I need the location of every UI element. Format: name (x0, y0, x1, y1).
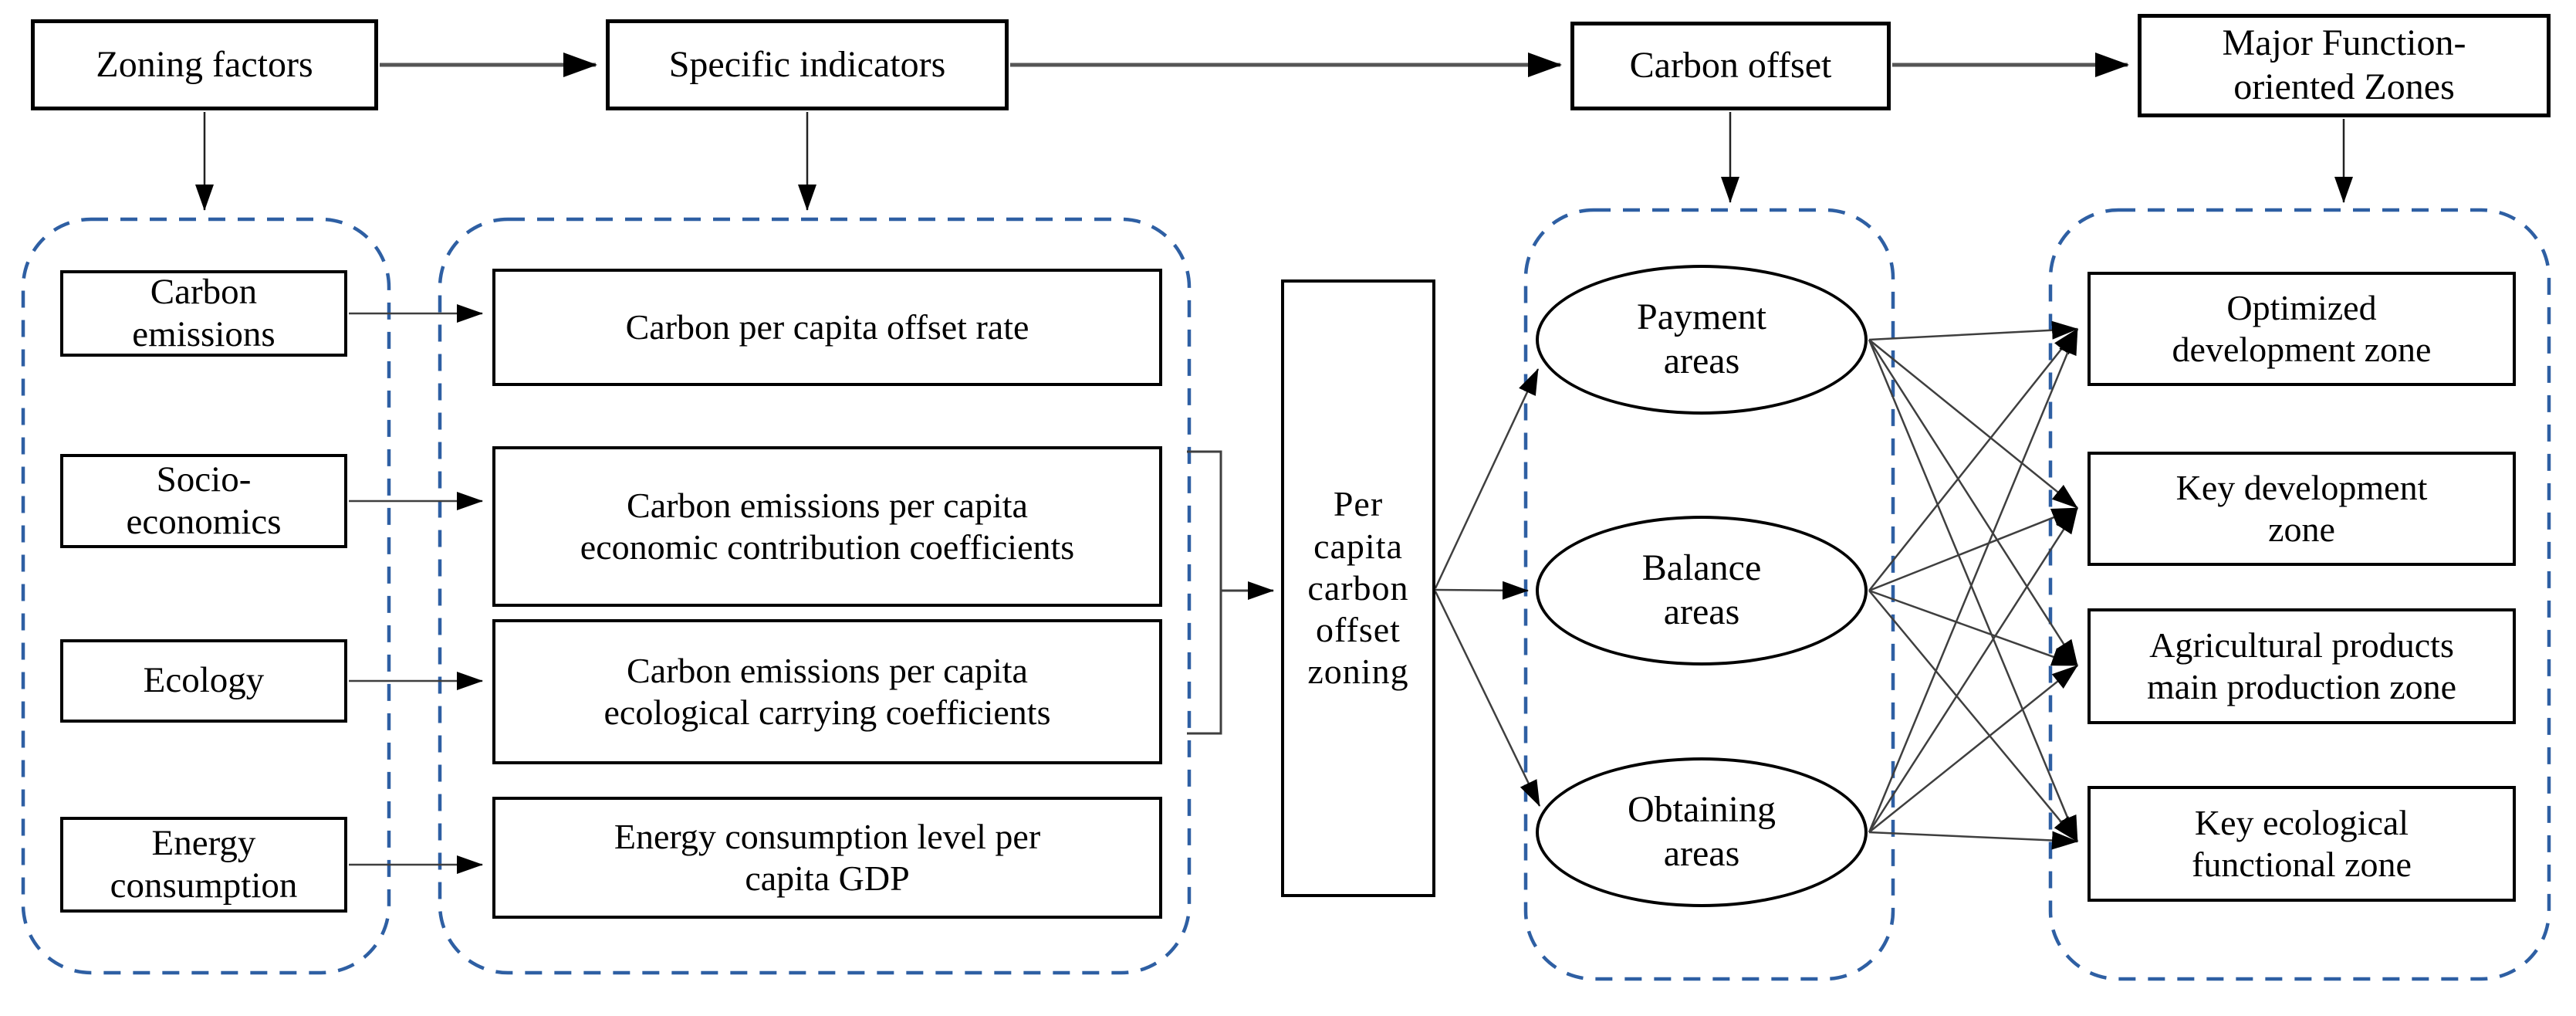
container-zoning-factors (21, 217, 391, 975)
factor-box-carbon-emissions-label: Carbon emissions (132, 271, 276, 354)
flow-box-major-zones-label: Major Function- oriented Zones (2222, 22, 2466, 107)
factor-box-ecology: Ecology (60, 639, 347, 723)
indicator-box-economic-contribution-label: Carbon emissions per capita economic con… (580, 485, 1075, 567)
indicator-box-ecological-carrying: Carbon emissions per capita ecological c… (492, 619, 1162, 764)
container-zones (2048, 208, 2551, 981)
arrow-payment-to-optimized (1868, 320, 2078, 341)
zone-box-key-development-label: Key development zone (2175, 467, 2428, 549)
arrow-obtaining-to-optimized (1868, 328, 2079, 833)
arrow-process-to-payment (1434, 368, 1540, 589)
zone-box-agricultural-production-label: Agricultural products main production zo… (2146, 625, 2457, 706)
arrow-obtaining-to-key-ecological (1868, 831, 2078, 850)
flow-box-zoning-factors: Zoning factors (31, 19, 378, 110)
arrow-obtaining-to-agricultural (1868, 665, 2078, 833)
arrow-balance-to-key-development (1868, 506, 2078, 592)
factor-box-energy-consumption: Energy consumption (60, 817, 347, 913)
process-box-per-capita-zoning: Per capita carbon offset zoning (1281, 279, 1435, 897)
arrow-payment-to-key-ecological (1868, 339, 2079, 842)
indicator-box-energy-gdp-label: Energy consumption level per capita GDP (614, 816, 1041, 898)
area-ellipse-payment: Payment areas (1536, 265, 1868, 415)
indicator-box-offset-rate: Carbon per capita offset rate (492, 269, 1162, 386)
arrow-balance-to-key-ecological (1868, 590, 2078, 842)
flow-box-carbon-offset-label: Carbon offset (1629, 45, 1832, 86)
factor-box-ecology-label: Ecology (143, 660, 265, 701)
area-ellipse-obtaining: Obtaining areas (1536, 757, 1868, 907)
area-ellipse-balance: Balance areas (1536, 516, 1868, 665)
merge-bracket (1187, 450, 1222, 735)
zone-box-key-ecological-label: Key ecological functional zone (2192, 802, 2412, 884)
flow-box-zoning-factors-label: Zoning factors (96, 43, 313, 85)
factor-box-energy-consumption-label: Energy consumption (110, 822, 298, 906)
arrow-process-to-obtaining (1434, 591, 1541, 807)
indicator-box-energy-gdp: Energy consumption level per capita GDP (492, 797, 1162, 919)
indicator-box-economic-contribution: Carbon emissions per capita economic con… (492, 446, 1162, 607)
zone-box-key-development: Key development zone (2088, 452, 2516, 566)
area-ellipse-balance-label: Balance areas (1641, 547, 1762, 632)
zone-box-optimized-development: Optimized development zone (2088, 272, 2516, 386)
factor-box-carbon-emissions: Carbon emissions (60, 270, 347, 357)
arrow-balance-to-agricultural (1868, 589, 2078, 667)
zone-box-key-ecological: Key ecological functional zone (2088, 786, 2516, 902)
arrow-obtaining-to-key-development (1868, 507, 2079, 833)
container-indicators (438, 217, 1192, 975)
arrow-payment-to-agricultural (1868, 339, 2079, 666)
flow-box-carbon-offset: Carbon offset (1570, 22, 1891, 110)
zone-box-agricultural-production: Agricultural products main production zo… (2088, 608, 2516, 724)
flow-box-specific-indicators: Specific indicators (606, 19, 1009, 110)
area-ellipse-obtaining-label: Obtaining areas (1628, 789, 1776, 874)
arrow-payment-to-key-development (1868, 339, 2078, 509)
zone-box-optimized-development-label: Optimized development zone (2172, 287, 2432, 369)
factor-box-socio-economics: Socio- economics (60, 454, 347, 548)
area-ellipse-payment-label: Payment areas (1637, 296, 1766, 381)
indicator-box-ecological-carrying-label: Carbon emissions per capita ecological c… (603, 650, 1051, 732)
process-box-per-capita-zoning-label: Per capita carbon offset zoning (1307, 484, 1409, 692)
arrow-process-to-balance (1435, 581, 1529, 600)
flow-box-specific-indicators-label: Specific indicators (668, 43, 946, 85)
indicator-box-offset-rate-label: Carbon per capita offset rate (625, 306, 1029, 347)
flow-box-major-zones: Major Function- oriented Zones (2138, 14, 2551, 117)
arrow-balance-to-optimized (1868, 328, 2078, 591)
factor-box-socio-economics-label: Socio- economics (126, 459, 282, 542)
